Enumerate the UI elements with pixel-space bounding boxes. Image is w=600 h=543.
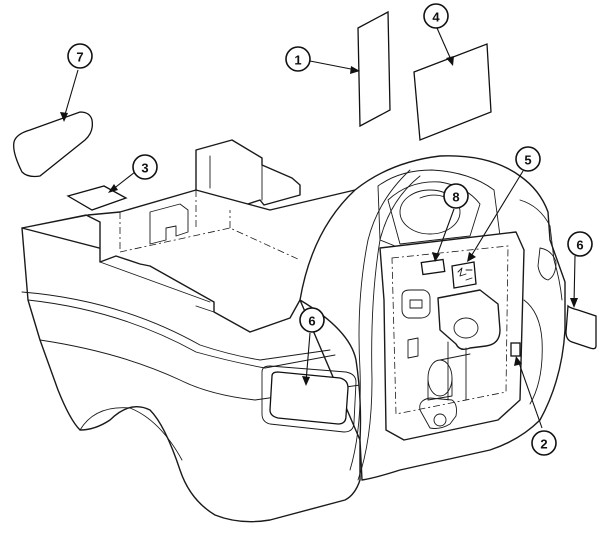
lower-valve bbox=[419, 397, 457, 429]
svg-text:1: 1 bbox=[294, 53, 301, 68]
decal-2 bbox=[510, 342, 521, 357]
callout-1: 1 bbox=[285, 46, 311, 72]
steering-opening bbox=[377, 169, 501, 249]
decal-6-right bbox=[565, 304, 597, 350]
svg-text:6: 6 bbox=[576, 238, 583, 253]
svg-text:5: 5 bbox=[524, 153, 531, 168]
callout-7: 7 bbox=[67, 43, 93, 69]
decal-8 bbox=[420, 258, 446, 276]
callout-6-right: 6 bbox=[567, 231, 593, 257]
callout-3: 3 bbox=[132, 154, 158, 180]
leader-lines bbox=[60, 27, 578, 429]
svg-text:6: 6 bbox=[308, 314, 315, 329]
decal-7 bbox=[13, 111, 93, 178]
truck-housing bbox=[21, 139, 597, 523]
svg-text:7: 7 bbox=[76, 50, 83, 65]
callout-5: 5 bbox=[515, 146, 541, 172]
key-switch bbox=[401, 289, 431, 319]
callout-8: 8 bbox=[443, 183, 469, 209]
svg-text:8: 8 bbox=[452, 190, 459, 205]
side-recess bbox=[261, 365, 357, 433]
decal-3 bbox=[66, 185, 128, 211]
callouts: 7 3 1 4 8 5 6 6 bbox=[67, 3, 593, 456]
svg-text:3: 3 bbox=[141, 161, 148, 176]
decal-1 bbox=[357, 10, 391, 128]
callout-6-side: 6 bbox=[299, 307, 325, 333]
decal-6-side bbox=[269, 371, 349, 425]
svg-text:4: 4 bbox=[432, 10, 440, 25]
decal-4 bbox=[413, 43, 492, 141]
loose-decals bbox=[13, 10, 492, 211]
callout-4: 4 bbox=[423, 3, 449, 29]
control-handle bbox=[437, 289, 501, 351]
svg-text:2: 2 bbox=[540, 437, 547, 452]
callout-2: 2 bbox=[531, 430, 557, 456]
